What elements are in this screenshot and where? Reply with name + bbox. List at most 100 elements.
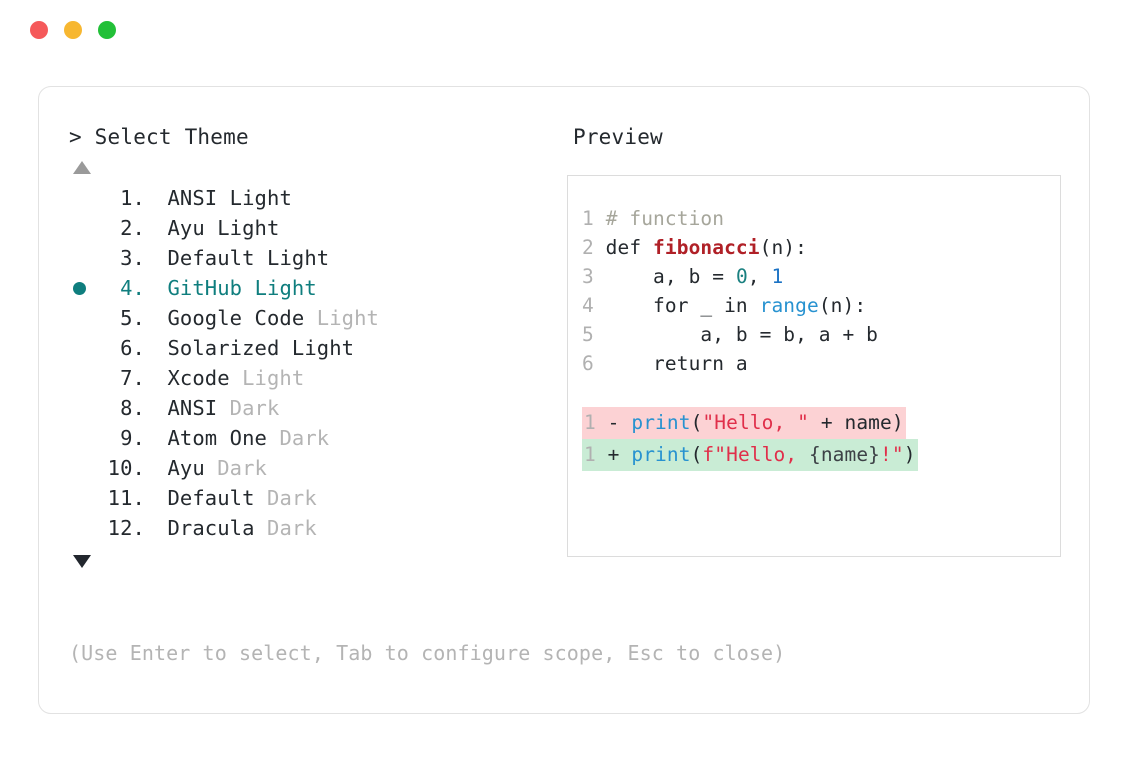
code-line: 2 def fibonacci(n):: [582, 236, 807, 259]
theme-list-item[interactable]: 8. ANSI Dark: [67, 393, 537, 423]
theme-item-name: Ayu: [167, 216, 218, 240]
selection-bullet-cell: [67, 453, 97, 483]
line-number: 3: [582, 265, 594, 288]
theme-item-name: Xcode: [167, 366, 243, 390]
selected-bullet-icon: [73, 281, 86, 295]
theme-item-name: Default: [167, 246, 267, 270]
code-line: 6 return a: [582, 352, 748, 375]
theme-item-number: 10.: [107, 456, 145, 480]
selection-bullet-cell: [67, 243, 97, 273]
theme-item-variant: Light: [267, 246, 330, 270]
theme-item-variant: Light: [291, 336, 355, 360]
theme-item-number: 5.: [120, 306, 145, 330]
diff-block: 1 - print("Hello, " + name)1 + print(f"H…: [582, 407, 1042, 471]
theme-item-number: 6.: [120, 336, 145, 360]
scroll-down-icon[interactable]: [73, 555, 91, 568]
code-line: 1 # function: [582, 207, 725, 230]
theme-list-item[interactable]: 9. Atom One Dark: [67, 423, 537, 453]
theme-item-variant: Light: [254, 276, 317, 300]
theme-item-gap: [145, 423, 167, 453]
selection-bullet-cell: [67, 273, 97, 303]
preview-label: Preview: [573, 125, 663, 149]
theme-list-item[interactable]: 1. ANSI Light: [67, 183, 537, 213]
theme-item-gap: [145, 243, 167, 273]
scroll-up-icon[interactable]: [73, 161, 91, 174]
theme-list-item[interactable]: 3. Default Light: [67, 243, 537, 273]
theme-item-gap: [145, 183, 167, 213]
selection-bullet-cell: [67, 393, 97, 423]
theme-item-name: Default: [167, 486, 267, 510]
line-number: 1: [582, 207, 594, 230]
theme-item-name: GitHub: [167, 276, 255, 300]
line-number: 1: [584, 411, 596, 434]
code-line: 5 a, b = b, a + b: [582, 323, 879, 346]
theme-item-gap: [145, 333, 167, 363]
theme-item-variant: Light: [229, 186, 292, 210]
theme-item-variant: Dark: [279, 426, 330, 450]
code-preview-box: 1 # function 2 def fibonacci(n): 3 a, b = …: [567, 175, 1061, 557]
window-close-button[interactable]: [30, 21, 48, 39]
keyboard-hint: (Use Enter to select, Tab to configure s…: [69, 641, 786, 665]
theme-item-number: 9.: [120, 426, 145, 450]
diff-line-content: 1 - print("Hello, " + name): [582, 407, 906, 439]
theme-item-gap: [145, 483, 167, 513]
theme-list-item[interactable]: 6. Solarized Light: [67, 333, 537, 363]
theme-item-name: Dracula: [167, 516, 267, 540]
theme-item-variant: Dark: [267, 486, 317, 510]
theme-item-gap: [145, 513, 167, 543]
line-number: 5: [582, 323, 594, 346]
diff-line-content: 1 + print(f"Hello, {name}!"): [582, 439, 918, 471]
theme-item-number: 7.: [120, 366, 145, 390]
diff-line-added: 1 + print(f"Hello, {name}!"): [582, 439, 1042, 471]
theme-item-gap: [145, 303, 167, 333]
theme-item-variant: Dark: [229, 396, 280, 420]
line-number: 1: [584, 443, 596, 466]
theme-item-gap: [145, 453, 167, 483]
code-spacer: [582, 378, 1042, 407]
line-number: 6: [582, 352, 594, 375]
theme-item-name: Solarized: [167, 336, 292, 360]
theme-item-number: 8.: [120, 396, 145, 420]
theme-item-gap: [145, 213, 167, 243]
theme-list-item[interactable]: 2. Ayu Light: [67, 213, 537, 243]
theme-item-gap: [145, 393, 167, 423]
theme-item-number: 2.: [120, 216, 145, 240]
selection-bullet-cell: [67, 333, 97, 363]
line-number: 4: [582, 294, 594, 317]
theme-item-name: ANSI: [167, 396, 230, 420]
code-line: 3 a, b = 0, 1: [582, 265, 784, 288]
theme-item-number: 3.: [120, 246, 145, 270]
selection-bullet-cell: [67, 363, 97, 393]
window-minimize-button[interactable]: [64, 21, 82, 39]
window-titlebar: [0, 0, 1129, 60]
theme-item-number: 12.: [107, 516, 145, 540]
line-number: 2: [582, 236, 594, 259]
theme-list-item[interactable]: 4. GitHub Light: [67, 273, 537, 303]
selection-bullet-cell: [67, 213, 97, 243]
theme-list-item[interactable]: 5. Google Code Light: [67, 303, 537, 333]
theme-item-name: Atom One: [167, 426, 280, 450]
theme-list-item[interactable]: 11. Default Dark: [67, 483, 537, 513]
theme-item-number: 4.: [120, 276, 145, 300]
window-zoom-button[interactable]: [98, 21, 116, 39]
selection-bullet-cell: [67, 183, 97, 213]
theme-item-variant: Light: [242, 366, 305, 390]
theme-item-gap: [145, 273, 167, 303]
theme-item-number: 11.: [107, 486, 145, 510]
theme-item-variant: Light: [217, 216, 280, 240]
preview-panel: Preview 1 # function 2 def fibonacci(n): 3…: [537, 123, 1061, 557]
code-line: 4 for _ in range(n):: [582, 294, 867, 317]
theme-item-variant: Dark: [267, 516, 317, 540]
theme-item-name: Ayu: [167, 456, 218, 480]
theme-list-item[interactable]: 7. Xcode Light: [67, 363, 537, 393]
selection-bullet-cell: [67, 423, 97, 453]
theme-item-variant: Light: [316, 306, 379, 330]
theme-list-item[interactable]: 12. Dracula Dark: [67, 513, 537, 543]
selection-bullet-cell: [67, 483, 97, 513]
theme-item-name: ANSI: [167, 186, 230, 210]
theme-list-item[interactable]: 10. Ayu Dark: [67, 453, 537, 483]
code-block: 1 # function 2 def fibonacci(n): 3 a, b = …: [582, 204, 1042, 378]
diff-line-removed: 1 - print("Hello, " + name): [582, 407, 1042, 439]
